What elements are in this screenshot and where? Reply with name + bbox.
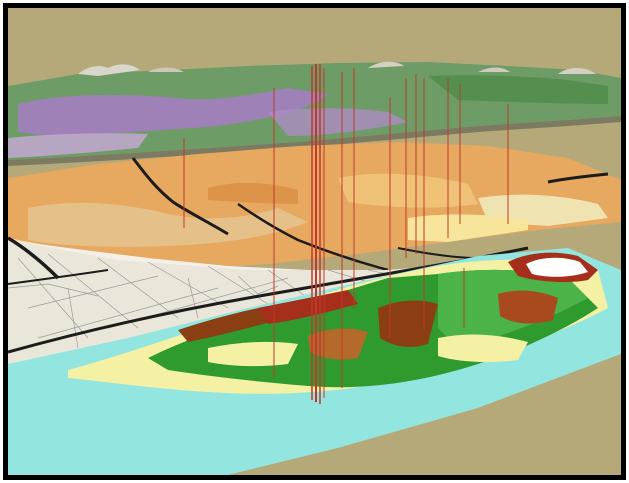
terrain-scene [8, 8, 621, 475]
well-lines [183, 64, 509, 404]
elevation-layer [8, 248, 621, 475]
middle-geology-layer [8, 142, 621, 272]
image-frame [3, 3, 626, 480]
top-landcover-layer [8, 61, 621, 166]
